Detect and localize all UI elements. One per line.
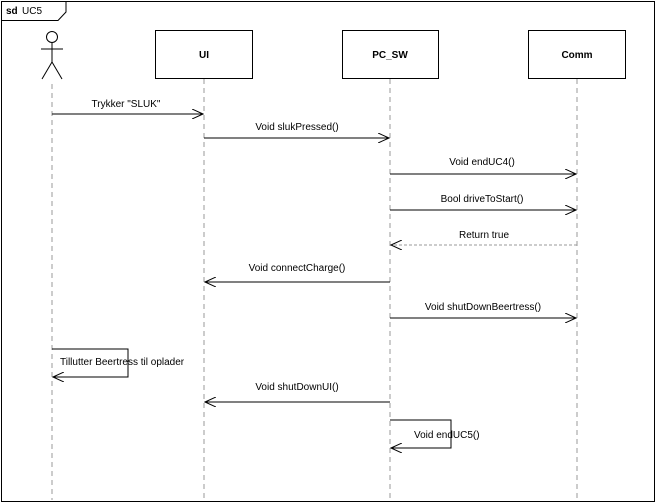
svg-text:Return true: Return true <box>459 230 509 241</box>
message-end-uc4: Void endUC4() <box>390 157 576 174</box>
message-sluk-pressed: Void slukPressed() <box>204 122 389 138</box>
svg-text:Void shutDownUI(): Void shutDownUI() <box>255 382 338 393</box>
message-connect-charge: Void connectCharge() <box>205 263 390 282</box>
svg-text:Trykker "SLUK": Trykker "SLUK" <box>92 99 161 110</box>
frame-kind: sd <box>6 6 18 17</box>
frame-tab <box>1 1 67 21</box>
message-self-end-uc5: Void endUC5() <box>390 419 480 448</box>
message-shut-down-beertress: Void shutDownBeertress() <box>390 302 576 318</box>
svg-text:Tillutter Beertress til oplade: Tillutter Beertress til oplader <box>60 357 185 368</box>
svg-text:Comm: Comm <box>561 50 592 61</box>
message-self-tillutter: Tillutter Beertress til oplader <box>52 348 185 377</box>
svg-text:Void endUC5(): Void endUC5() <box>414 430 480 441</box>
svg-text:PC_SW: PC_SW <box>372 50 408 61</box>
lifeline-head-comm: Comm <box>528 30 626 79</box>
svg-text:Void connectCharge(): Void connectCharge() <box>249 263 346 274</box>
message-drive-to-start: Bool driveToStart() <box>390 194 576 210</box>
lifeline-head-pc-sw: PC_SW <box>342 30 439 79</box>
svg-text:Void slukPressed(): Void slukPressed() <box>255 122 338 133</box>
message-shut-down-ui: Void shutDownUI() <box>205 382 390 402</box>
svg-text:Void endUC4(): Void endUC4() <box>449 157 515 168</box>
svg-text:Void shutDownBeertress(): Void shutDownBeertress() <box>425 302 541 313</box>
actor-icon <box>41 31 63 80</box>
message-return-true: Return true <box>391 230 577 245</box>
svg-text:Bool driveToStart(): Bool driveToStart() <box>441 194 524 205</box>
lifeline-head-ui: UI <box>155 30 253 79</box>
message-trykker-sluk: Trykker "SLUK" <box>52 99 203 114</box>
svg-text:UI: UI <box>199 50 209 61</box>
frame-name: UC5 <box>22 6 42 17</box>
